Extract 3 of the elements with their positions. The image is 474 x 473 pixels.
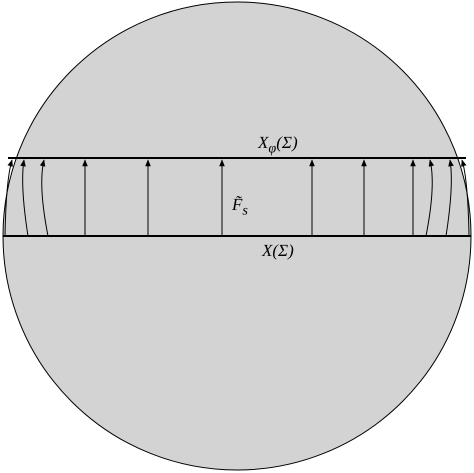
math-label: X(Σ) (262, 242, 294, 260)
math-label: X$_{φ}$(Σ) (258, 134, 298, 158)
math-label: F̃$_{s}$ (232, 196, 248, 220)
